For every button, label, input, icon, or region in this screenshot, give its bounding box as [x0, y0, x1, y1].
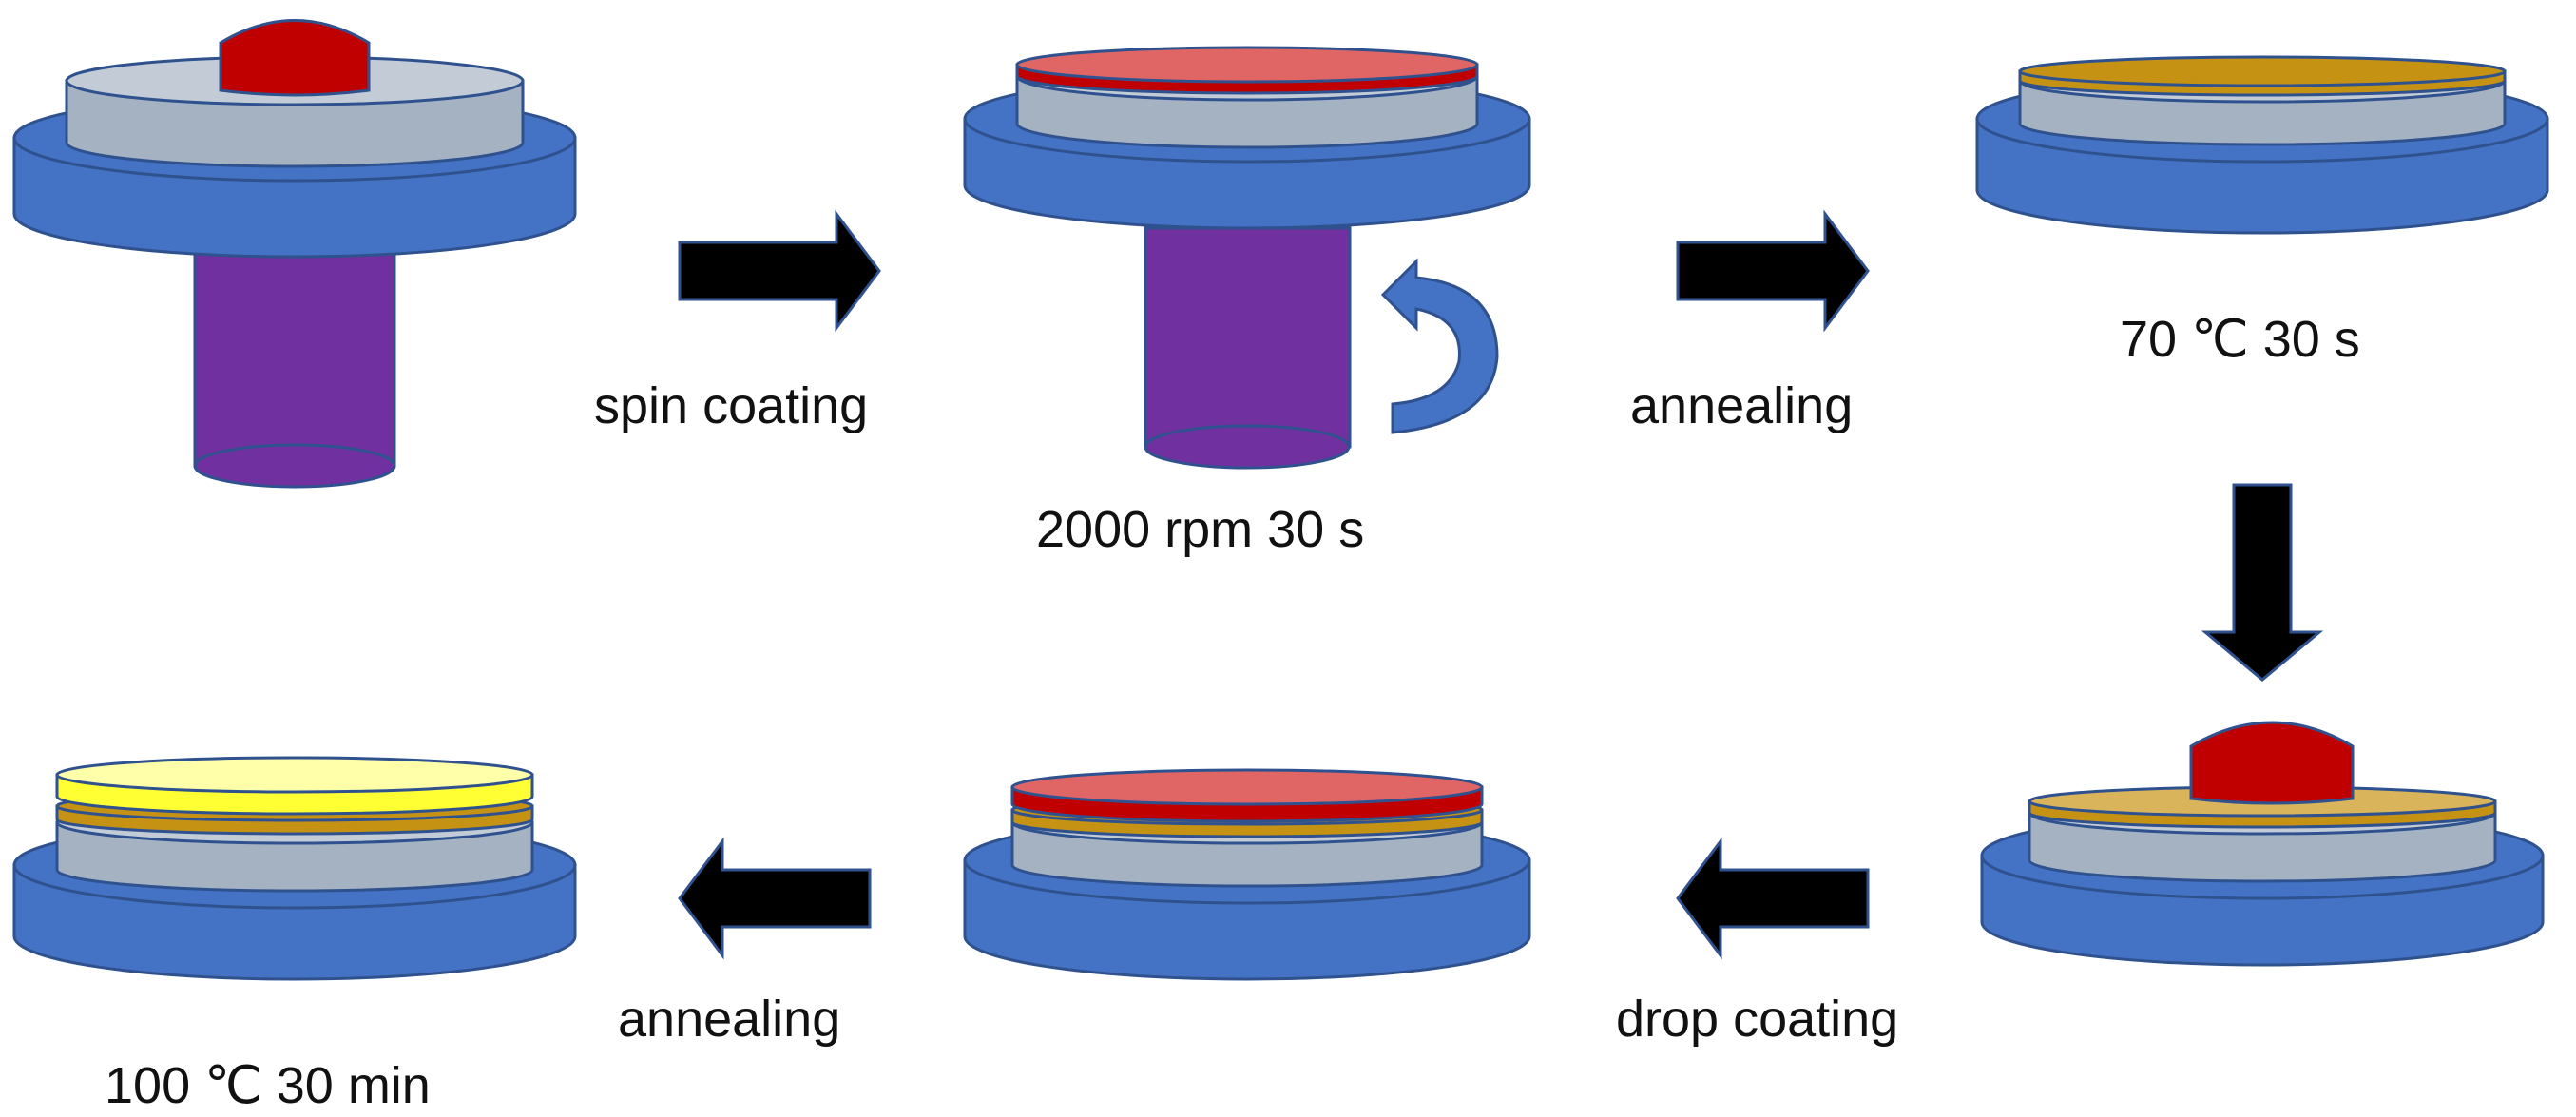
gold-film-layer [2018, 55, 2507, 97]
stage-4-drop [1980, 721, 2545, 967]
arrow-down-icon [2201, 483, 2324, 682]
arrow-right-icon [1676, 209, 1870, 333]
label-spin-coating: spin coating [594, 377, 868, 434]
arrow-left-icon [1676, 837, 1870, 960]
label-annealing-2: annealing [618, 991, 840, 1048]
red-film-layer [1010, 768, 1484, 823]
droplet [2189, 721, 2355, 805]
stage-3-annealed [1975, 55, 2549, 235]
arrow-left-icon [678, 837, 872, 960]
stage-1-spin-coater [12, 19, 577, 489]
label-anneal-2-params: 100 ℃ 30 min [105, 1057, 431, 1114]
spindle [1144, 226, 1352, 470]
yellow-film-layer [55, 756, 534, 816]
spindle [193, 245, 396, 489]
stage-5-drop-coated [963, 768, 1531, 981]
arrow-right-icon [678, 209, 881, 333]
stage-2-spinning [963, 46, 1531, 470]
rotate-arrow-icon [1380, 258, 1499, 434]
label-anneal-1-params: 70 ℃ 30 s [2120, 311, 2360, 368]
label-spin-params: 2000 rpm 30 s [1036, 501, 1364, 558]
label-drop-coating: drop coating [1616, 991, 1898, 1048]
label-annealing-1: annealing [1630, 377, 1853, 434]
stage-6-final [12, 756, 577, 981]
red-film-layer [1015, 46, 1479, 95]
droplet [219, 19, 371, 97]
